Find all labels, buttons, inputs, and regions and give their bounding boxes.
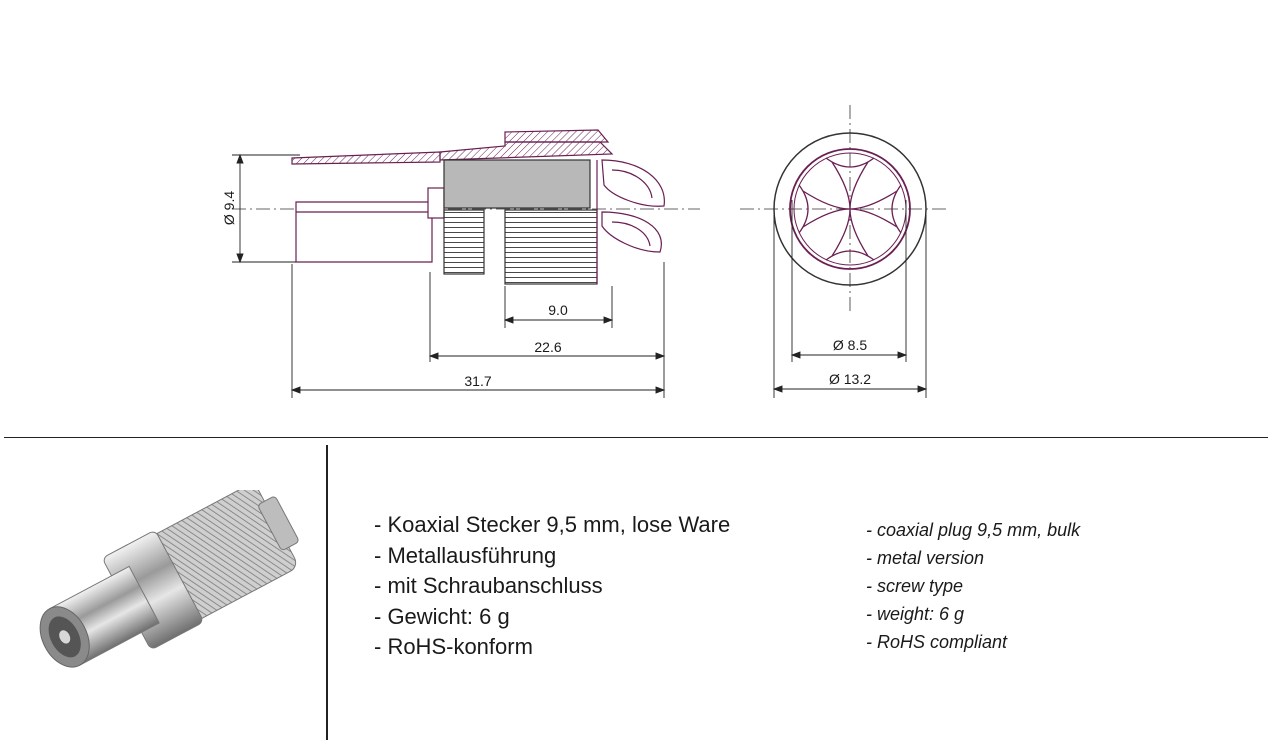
side-view xyxy=(232,129,700,285)
dim-thread-length: 9.0 xyxy=(548,302,568,318)
feature-de-item: - Metallausführung xyxy=(374,542,557,568)
feature-en-item: - coaxial plug 9,5 mm, bulk xyxy=(866,520,1081,540)
dim-diameter-inner: Ø 8.5 xyxy=(833,337,867,353)
dim-diameter-outer: Ø 13.2 xyxy=(829,371,871,387)
product-photo xyxy=(39,490,299,668)
dim-total-length: 31.7 xyxy=(464,373,491,389)
side-dimensions xyxy=(232,153,666,398)
dim-diameter-side: Ø 9.4 xyxy=(221,191,237,225)
front-view xyxy=(740,105,950,315)
feature-en-item: - metal version xyxy=(866,548,985,568)
feature-en-item: - RoHS compliant xyxy=(866,632,1008,652)
front-dimensions xyxy=(772,200,928,398)
feature-de-item: - Koaxial Stecker 9,5 mm, lose Ware xyxy=(374,512,731,537)
dim-body-length: 22.6 xyxy=(534,339,561,355)
column-divider xyxy=(326,445,328,740)
feature-en-item: - screw type xyxy=(866,576,964,596)
feature-de-item: - Gewicht: 6 g xyxy=(374,603,510,629)
feature-de-item: - RoHS-konform xyxy=(374,634,533,659)
technical-drawing: Ø 9.4 9.0 22.6 31.7 Ø 8.5 Ø xyxy=(221,105,950,398)
features-german: - Koaxial Stecker 9,5 mm, lose Ware - Me… xyxy=(374,510,730,663)
feature-de-item: - mit Schraubanschluss xyxy=(374,573,603,598)
features-english: - coaxial plug 9,5 mm, bulk - metal vers… xyxy=(866,516,1080,656)
section-divider xyxy=(4,437,1268,438)
feature-en-item: - weight: 6 g xyxy=(866,604,965,624)
